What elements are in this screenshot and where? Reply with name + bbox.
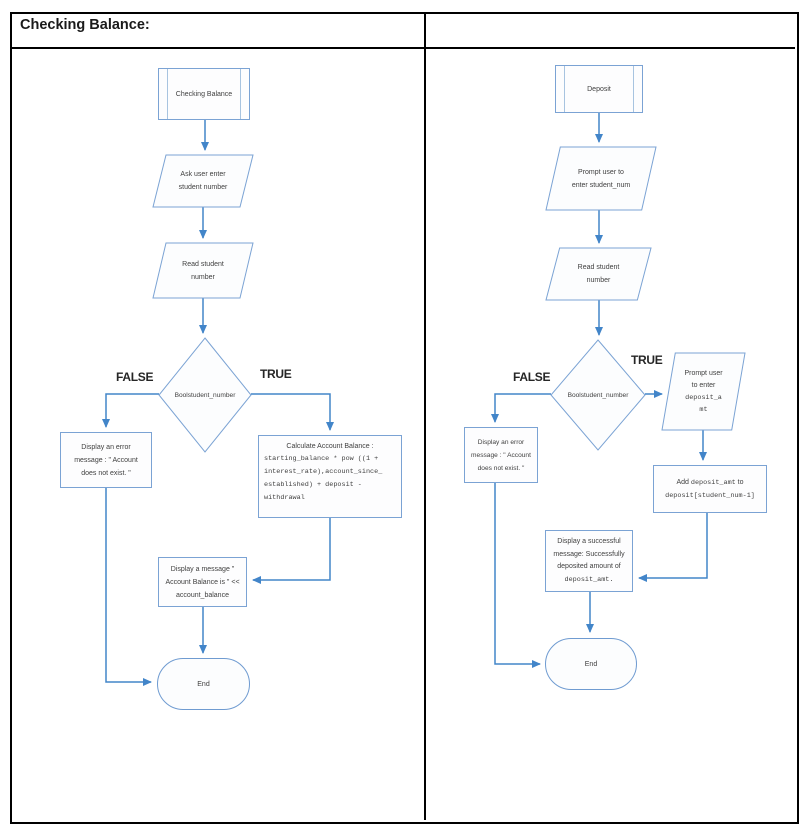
node-label: Display an error message : " Account doe… (74, 443, 138, 477)
branch-label-false: FALSE (116, 370, 154, 384)
node-end-right: End (545, 638, 637, 690)
node-calculate-account-balance: Calculate Account Balance : starting_bal… (258, 435, 402, 518)
node-display-success-message: Display a successful message: Successful… (545, 530, 633, 592)
node-label-text: Prompt user to enter (684, 369, 723, 389)
node-add-deposit-amt: Add deposit_amt to deposit[student_num-1… (653, 465, 767, 513)
parallelogram-shape (153, 243, 253, 298)
branch-label-true-r: TRUE (631, 353, 663, 367)
calc-title: Calculate Account Balance : (286, 443, 374, 450)
node-label-code: deposit_a mt (685, 393, 722, 414)
parallelogram-shape (662, 353, 745, 430)
node-io-read-student-number: Read student number (153, 243, 253, 298)
node-end-left: End (157, 658, 250, 710)
branch-label-false-r: FALSE (513, 370, 551, 384)
parallelogram-shape (546, 147, 656, 210)
node-io-ask-student-number: Ask user enter student number (153, 155, 253, 207)
node-label: Ask user enter student number (178, 171, 228, 191)
node-io-prompt-deposit-amt: Prompt user to enter deposit_a mt (662, 353, 745, 430)
calc-code: starting_balance * pow ((1 + interest_ra… (264, 455, 383, 502)
diamond-shape (551, 340, 645, 450)
table-header-row (10, 12, 795, 49)
node-label: End (197, 680, 210, 688)
parallelogram-shape (546, 248, 651, 300)
node-label: Display a message " Account Balance is "… (165, 565, 240, 599)
node-start-checking-balance: Checking Balance (158, 68, 250, 120)
node-label: End (584, 660, 598, 668)
node-label: Prompt user to enter student_num (571, 168, 631, 189)
node-decision-boolstudent-number-r: Boolstudent_number (551, 340, 645, 450)
table-outer-border (10, 12, 799, 824)
node-label: Deposit (587, 85, 611, 93)
node-start-deposit: Deposit (555, 65, 643, 113)
add-text-1: Add (676, 478, 691, 486)
node-label: Read student number (182, 260, 224, 281)
node-error-message: Display an error message : " Account doe… (60, 432, 152, 488)
branch-label-true: TRUE (260, 367, 292, 381)
node-io-prompt-student-num: Prompt user to enter student_num (546, 147, 656, 210)
table-column-divider (424, 12, 426, 820)
node-display-balance-message: Display a message " Account Balance is "… (158, 557, 247, 607)
add-text-2: to (735, 478, 744, 486)
node-label: Boolstudent_number (174, 391, 236, 399)
add-code-2: deposit[student_num-1] (665, 491, 755, 500)
node-label: Checking Balance (175, 90, 233, 98)
diamond-shape (159, 338, 251, 452)
parallelogram-shape (153, 155, 253, 207)
node-error-message-r: Display an error message : " Account doe… (464, 427, 538, 483)
page-title: Checking Balance: (20, 17, 150, 33)
node-io-read-student-number-r: Read student number (546, 248, 651, 300)
node-label: Read student number (577, 264, 620, 284)
success-code: deposit_amt. (564, 575, 614, 584)
node-label: Boolstudent_number (567, 391, 629, 399)
node-label: Display an error message : " Account doe… (471, 438, 531, 472)
node-decision-boolstudent-number: Boolstudent_number (159, 338, 251, 452)
success-text: Display a successful message: Successful… (553, 538, 625, 570)
add-code-1: deposit_amt (690, 478, 736, 487)
